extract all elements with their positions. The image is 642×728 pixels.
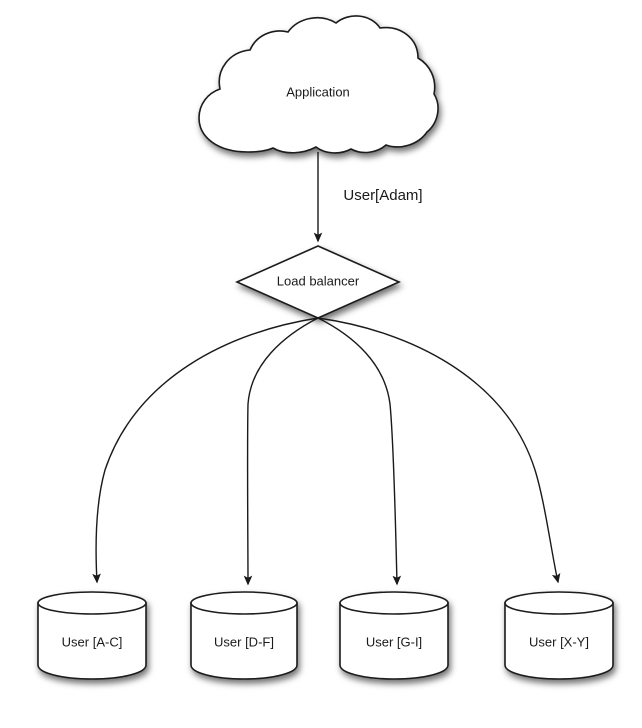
edge-line-db-4	[317, 317, 561, 584]
cloud-shape	[198, 15, 439, 154]
database-1-label: User [A-C]	[62, 634, 123, 649]
database-2-label: User [D-F]	[214, 634, 274, 649]
load-balancer-label: Load balancer	[277, 273, 360, 288]
cylinder-body-2	[190, 602, 298, 680]
cylinder-top-4	[504, 591, 614, 615]
node-load-balancer[interactable]: Load balancer	[235, 245, 401, 319]
edge-balancer-to-db-2	[243, 317, 319, 586]
edge-balancer-to-db-3	[317, 317, 402, 586]
cylinder-body-3	[339, 602, 449, 680]
edge-line-db-1	[92, 317, 319, 584]
edge-line-db-3	[317, 317, 402, 586]
node-database-4[interactable]: User [X-Y]	[504, 591, 614, 680]
database-4-label: User [X-Y]	[529, 634, 589, 649]
node-application-cloud[interactable]: Application	[198, 15, 439, 154]
edge-label-user-adam: User[Adam]	[343, 187, 422, 204]
cylinder-top-1	[37, 591, 147, 615]
cylinder-top-2	[190, 591, 298, 615]
node-database-1[interactable]: User [A-C]	[37, 591, 147, 680]
cylinder-body-4	[504, 602, 614, 680]
node-database-2[interactable]: User [D-F]	[190, 591, 298, 680]
cylinder-body-1	[37, 602, 147, 680]
edge-line-db-2	[243, 317, 319, 586]
cylinder-top-3	[339, 591, 449, 615]
edge-balancer-to-db-4	[317, 317, 561, 584]
node-database-3[interactable]: User [G-I]	[339, 591, 449, 680]
edge-application-to-balancer: User[Adam]	[313, 152, 423, 243]
database-3-label: User [G-I]	[366, 634, 422, 649]
application-label: Application	[286, 84, 350, 99]
edge-balancer-to-db-1	[92, 317, 319, 584]
